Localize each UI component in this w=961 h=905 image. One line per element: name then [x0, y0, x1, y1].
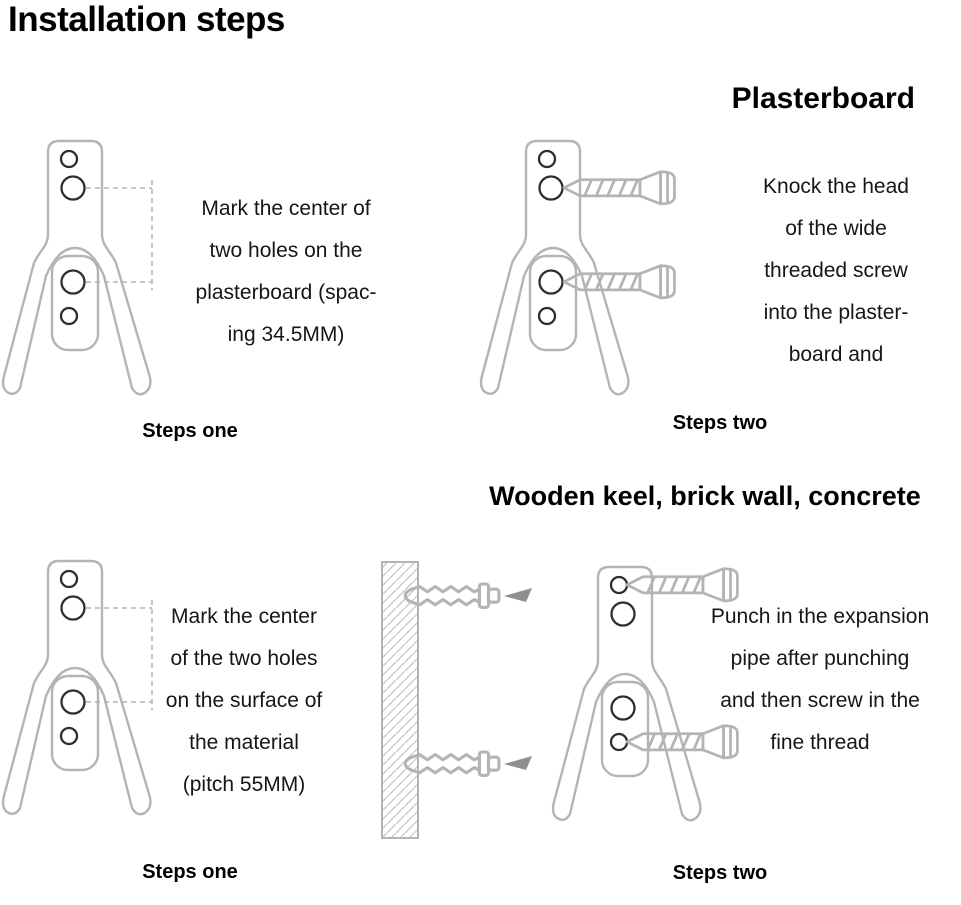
instruction-line: of the wide [785, 217, 887, 240]
insert-arrow-icon [504, 588, 532, 602]
instruction-line: two holes on the [209, 239, 363, 262]
instruction-line: pipe after punching [730, 647, 910, 670]
instruction-line: into the plaster- [763, 301, 909, 324]
instruction-line: plasterboard (spac- [195, 281, 377, 304]
step-caption: Steps one [142, 420, 238, 442]
instruction-line: Punch in the expansion [710, 605, 930, 628]
figure-plasterboard-step-one [1, 139, 153, 396]
wall-hook-bracket-icon [1, 139, 152, 396]
instruction-line: board and [788, 343, 884, 366]
instruction-line: threaded screw [764, 259, 908, 282]
instruction-line: the material [189, 731, 299, 754]
instruction-line: and then screw in the [720, 689, 920, 712]
step-caption: Steps two [672, 412, 768, 434]
step-caption: Steps one [142, 861, 238, 883]
wall-cross-section [381, 561, 419, 839]
figure-wooden-step-two [381, 561, 739, 839]
instruction-line: Mark the center [171, 605, 317, 628]
step-caption: Steps two [672, 862, 768, 884]
page-title: Installation steps [8, 0, 285, 39]
instruction-line: on the surface of [165, 689, 323, 712]
section-heading-plasterboard: Plasterboard [731, 82, 915, 115]
step-instructions: Mark the center of the two holes on the … [142, 596, 346, 806]
instruction-line: Knock the head [763, 175, 909, 198]
expansion-anchor-icon [403, 582, 501, 609]
instruction-line: fine thread [770, 731, 870, 754]
expansion-anchor-icon [403, 750, 501, 777]
figure-wooden-step-one [1, 559, 153, 816]
instruction-line: Mark the center of [201, 197, 371, 220]
instruction-line: (pitch 55MM) [182, 773, 306, 796]
step-instructions: Knock the head of the wide threaded scre… [731, 166, 941, 376]
step-instructions: Mark the center of two holes on the plas… [162, 188, 410, 356]
section-heading-wooden-keel: Wooden keel, brick wall, concrete [489, 481, 921, 511]
instruction-line: of the two holes [170, 647, 318, 670]
wall-hook-bracket-icon [551, 565, 702, 822]
insert-arrow-icon [504, 756, 532, 770]
step-instructions: Punch in the expansion pipe after punchi… [681, 596, 959, 764]
wall-hook-bracket-icon [1, 559, 152, 816]
instruction-line: ing 34.5MM) [227, 323, 345, 346]
